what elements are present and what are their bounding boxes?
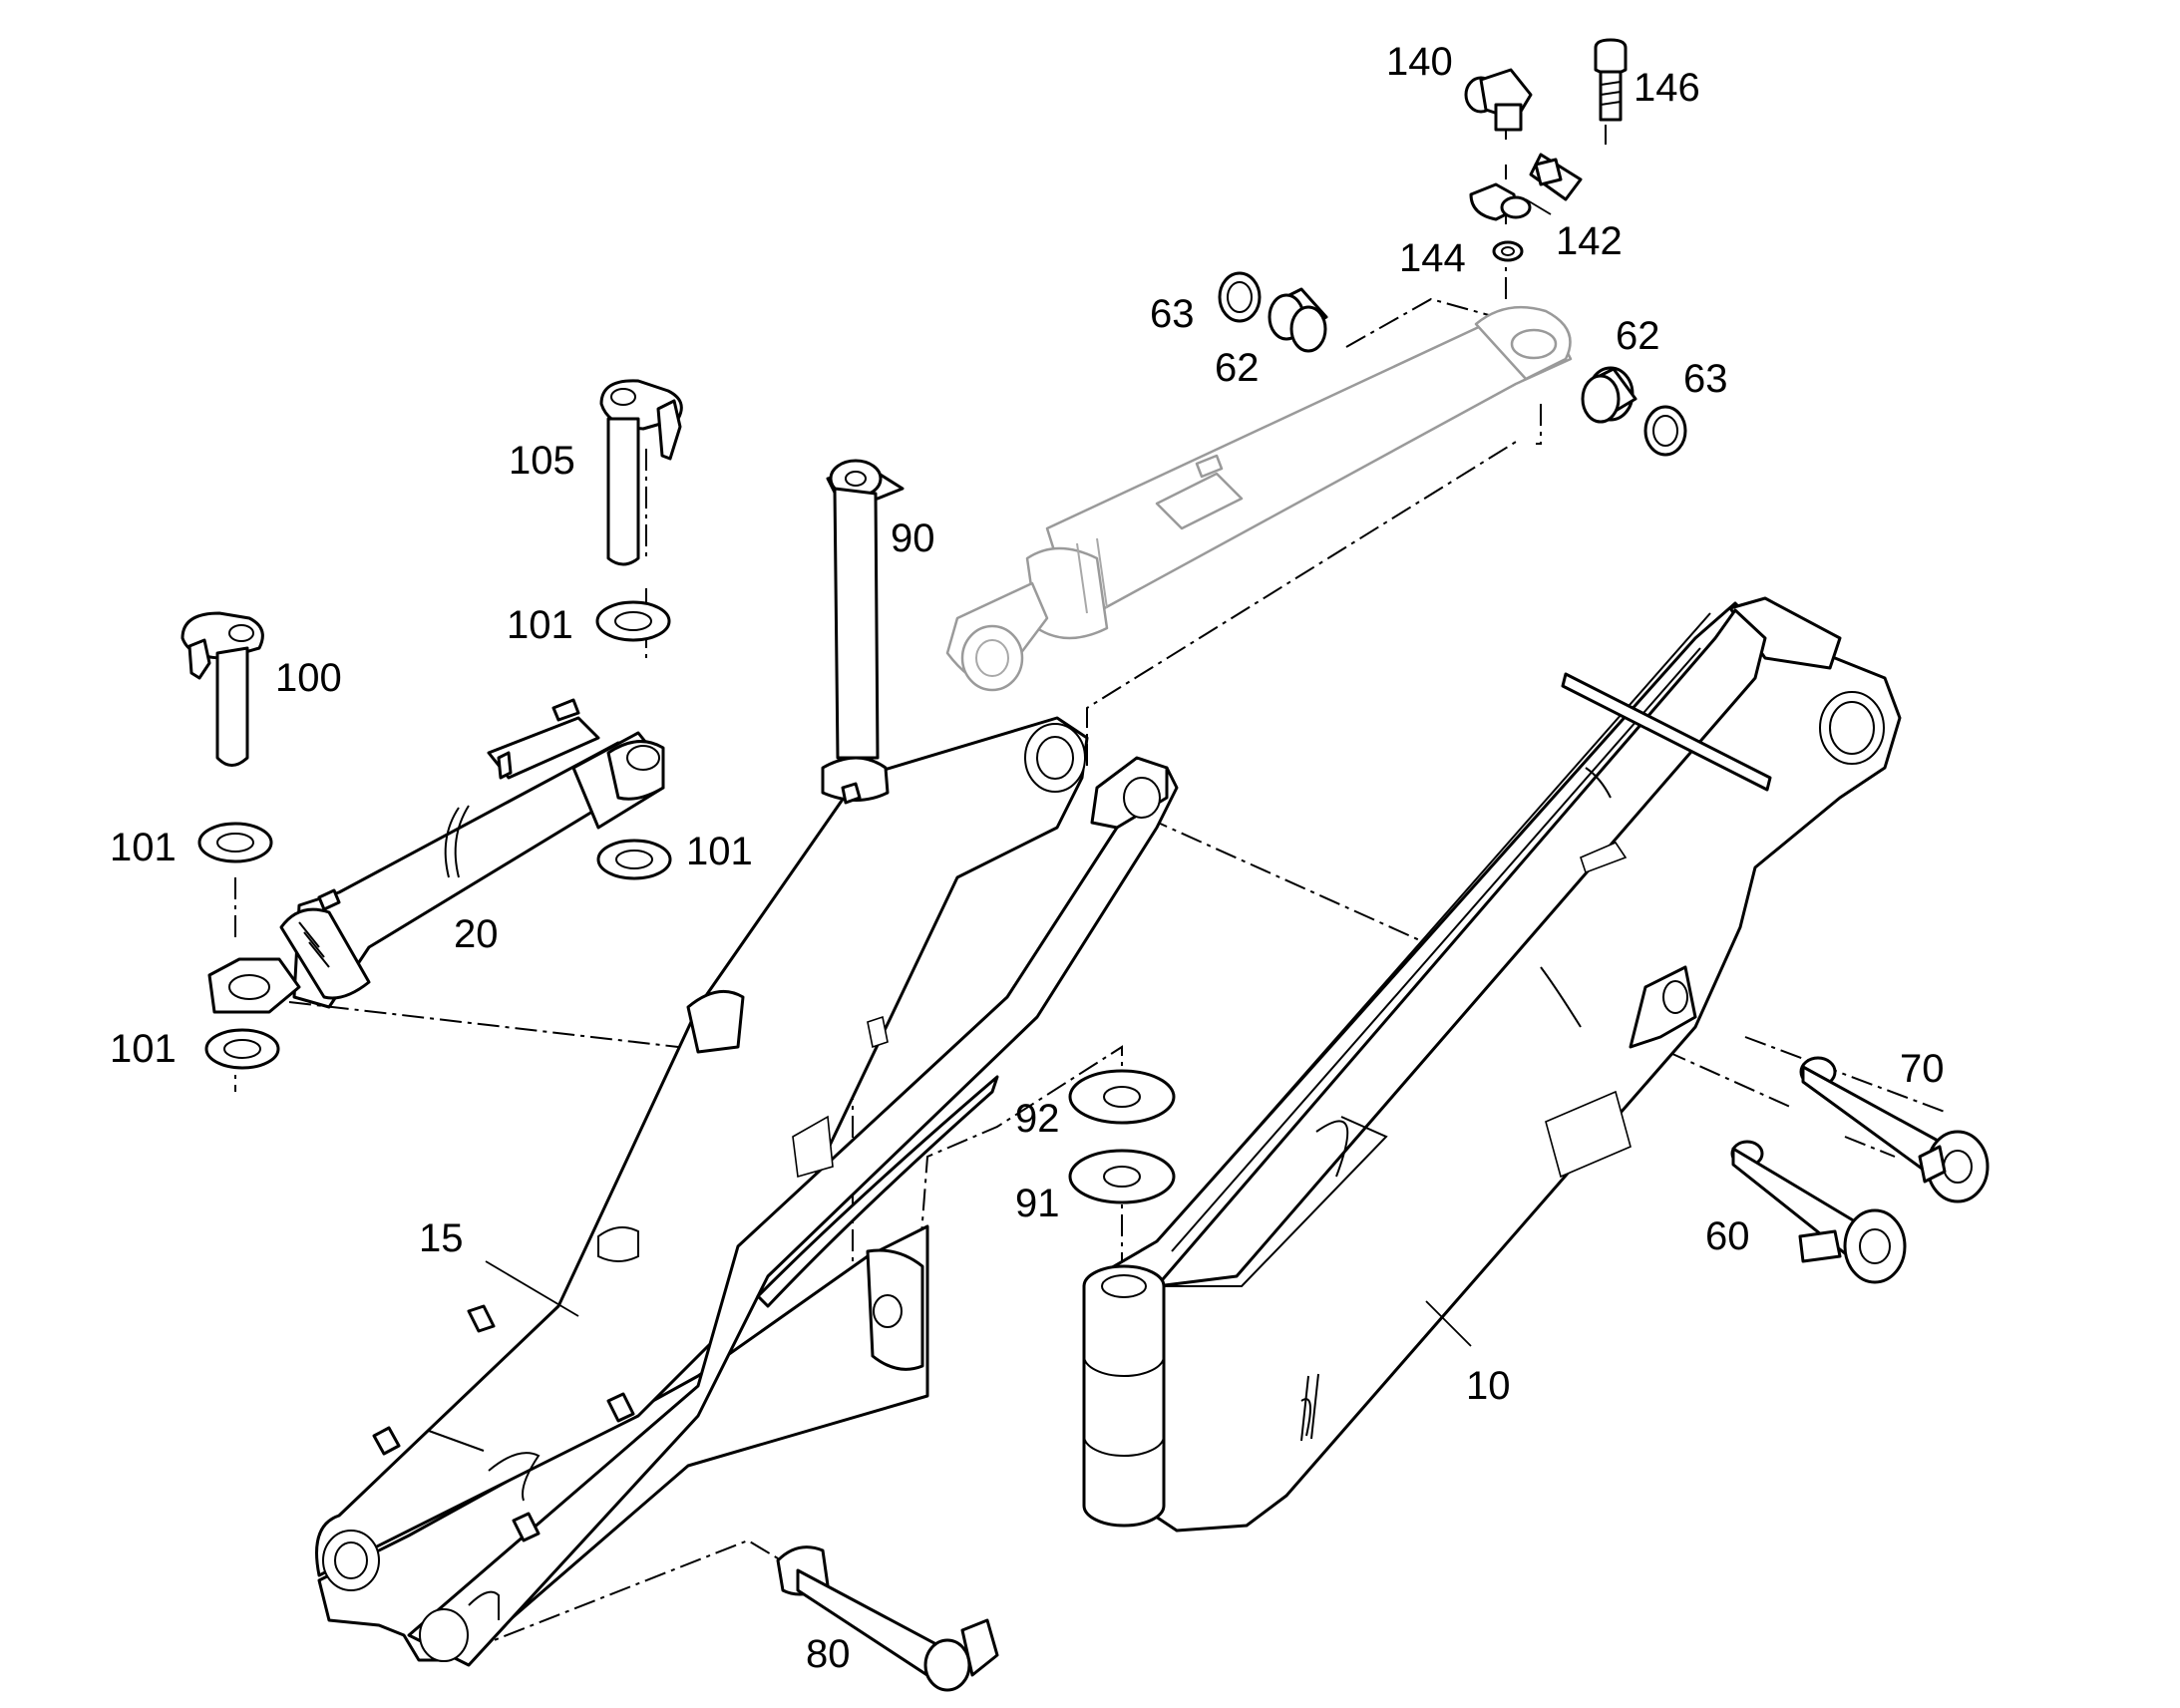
- callout-labels: 10 15 20 60 62 62 63 63 70 80 90 91 92 1…: [110, 40, 1945, 1676]
- ghost-boom-cylinder: [945, 305, 1573, 692]
- callout-80: 80: [806, 1632, 851, 1676]
- callout-60: 60: [1705, 1214, 1750, 1258]
- leader-lines: [485, 198, 1552, 1347]
- part-142-clamp: [1469, 153, 1583, 221]
- part-91-92-washers: [1068, 1069, 1176, 1204]
- callout-142: 142: [1556, 219, 1623, 263]
- callout-91: 91: [1015, 1182, 1060, 1225]
- part-105-pin: [599, 379, 683, 566]
- callout-101-left: 101: [110, 826, 177, 869]
- callout-92: 92: [1015, 1097, 1060, 1141]
- part-90-rod: [821, 459, 905, 805]
- callout-100: 100: [275, 656, 342, 700]
- part-15-arm: [315, 716, 1179, 1667]
- callout-101-right: 101: [686, 830, 753, 873]
- part-100-pin: [181, 611, 264, 767]
- callout-140: 140: [1386, 40, 1453, 84]
- part-140-elbow-fitting: [1464, 68, 1533, 132]
- part-80-pin: [776, 1545, 999, 1692]
- part-60-pin: [1730, 1140, 1907, 1284]
- callout-62-left: 62: [1215, 346, 1260, 390]
- callout-63-left: 63: [1150, 292, 1195, 336]
- callout-63-right: 63: [1683, 357, 1728, 401]
- part-101-washers: [197, 600, 672, 1070]
- callout-70: 70: [1900, 1047, 1945, 1091]
- callout-144: 144: [1399, 236, 1466, 280]
- callout-101-bottom: 101: [110, 1027, 177, 1071]
- callout-101-top: 101: [507, 603, 573, 647]
- part-10-boom: [1082, 596, 1902, 1533]
- callout-105: 105: [509, 439, 575, 483]
- callout-15: 15: [419, 1216, 464, 1260]
- callout-62-right: 62: [1616, 314, 1660, 358]
- part-146-screw: [1594, 38, 1628, 122]
- callout-20: 20: [454, 912, 499, 956]
- part-70-pin: [1799, 1056, 1990, 1203]
- callout-146: 146: [1634, 66, 1700, 110]
- part-144-ring: [1492, 240, 1524, 262]
- callout-90: 90: [891, 516, 935, 560]
- callout-10: 10: [1466, 1364, 1511, 1408]
- part-20-hydraulic-cylinder: [207, 698, 665, 1014]
- part-62-63-bushings: [1218, 271, 1687, 457]
